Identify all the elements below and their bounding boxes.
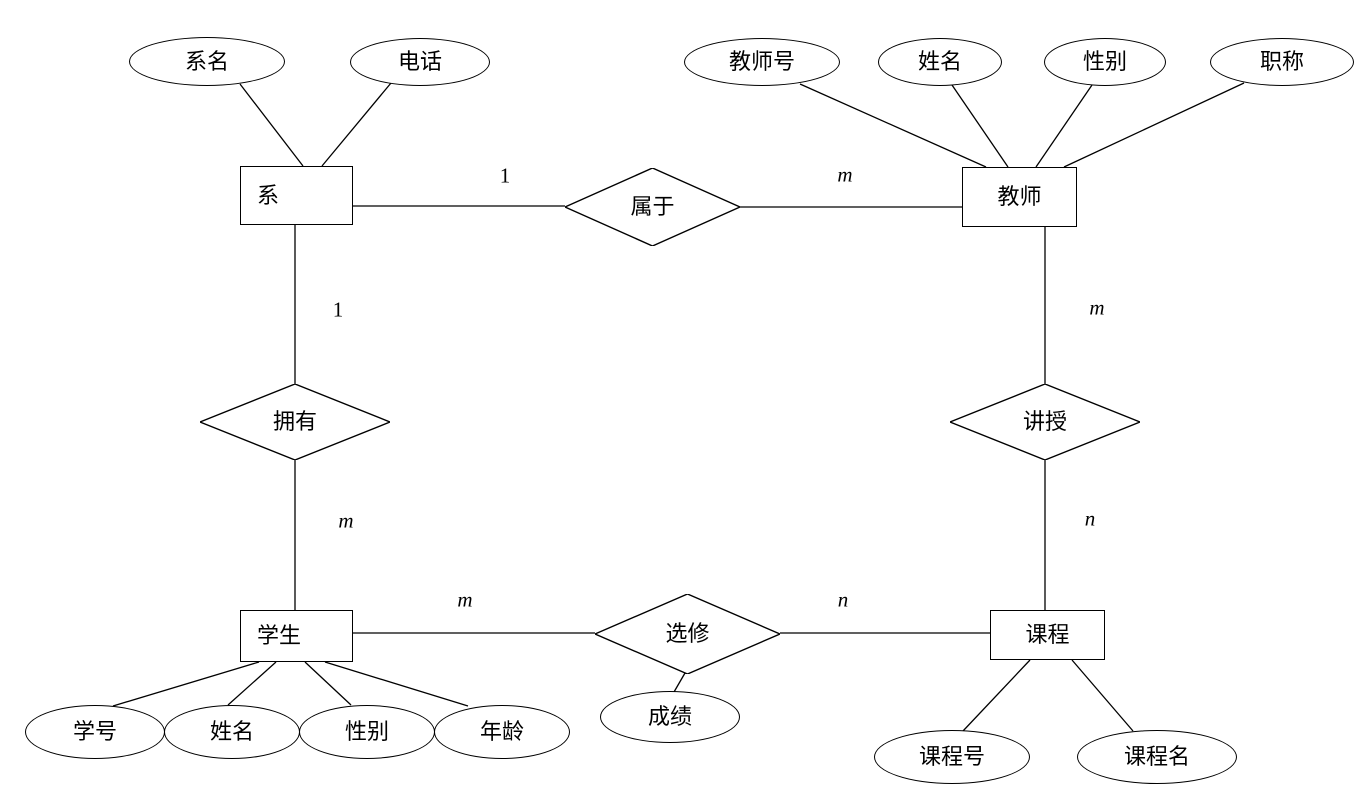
attribute-course-name: 课程名 [1077, 730, 1237, 784]
cardinality-belongs-left: 1 [499, 163, 511, 188]
relationship-owns-label: 拥有 [272, 409, 317, 434]
connector-teachergender-teacher [1035, 84, 1093, 168]
attribute-teacher-gender: 性别 [1044, 38, 1166, 86]
connector-teachername-teacher [951, 84, 1009, 168]
connector-teacherid-teacher [799, 83, 987, 168]
attribute-teacher-id-label: 教师号 [728, 49, 795, 74]
cardinality-enrolls-right: n [837, 587, 849, 612]
diamond-shape [565, 168, 740, 246]
attribute-student-age: 年龄 [434, 705, 570, 759]
connector-student-studentid [112, 661, 260, 707]
connector-course-courseid [962, 659, 1031, 732]
attribute-teacher-gender-label: 性别 [1082, 49, 1127, 74]
connector-student-studentage [324, 661, 469, 707]
attribute-dept-name-label: 系名 [184, 48, 229, 74]
attribute-student-name-label: 姓名 [209, 719, 254, 744]
attribute-grade-label: 成绩 [647, 704, 692, 729]
attribute-course-name-label: 课程名 [1123, 744, 1190, 769]
attribute-student-age-label: 年龄 [479, 719, 524, 744]
cardinality-enrolls-left: m [457, 587, 473, 612]
attribute-teacher-title-label: 职称 [1259, 49, 1304, 74]
relationship-enrolls: 选修 [595, 594, 780, 674]
cardinality-teaches-top: m [1089, 295, 1105, 320]
attribute-student-id: 学号 [25, 705, 165, 759]
diamond-shape [200, 384, 390, 460]
connector-student-studentname [227, 661, 277, 706]
relationship-belongs-to: 属于 [565, 168, 740, 246]
attribute-student-gender: 性别 [299, 705, 435, 759]
attribute-teacher-name-label: 姓名 [917, 49, 962, 74]
connector-student-studentgender [304, 661, 352, 706]
attribute-course-id-label: 课程号 [918, 744, 985, 769]
entity-teacher: 教师 [962, 167, 1077, 227]
connector-course-coursename [1071, 659, 1134, 732]
relationship-enrolls-label: 选修 [665, 621, 710, 646]
relationship-teaches: 讲授 [950, 384, 1140, 460]
attribute-dept-phone: 电话 [350, 38, 490, 86]
attribute-student-gender-label: 性别 [344, 719, 389, 744]
attribute-dept-phone-label: 电话 [397, 49, 442, 74]
attribute-dept-name: 系名 [129, 37, 285, 86]
attribute-grade: 成绩 [600, 691, 740, 743]
entity-teacher-label: 教师 [997, 184, 1042, 209]
attribute-student-id-label: 学号 [72, 719, 117, 744]
connector-enrolls-grade [673, 672, 686, 693]
entity-course-label: 课程 [1025, 622, 1070, 647]
entity-course: 课程 [990, 610, 1105, 660]
attribute-course-id: 课程号 [874, 730, 1030, 784]
cardinality-teaches-bottom: n [1084, 506, 1096, 531]
relationship-belongs-to-label: 属于 [630, 194, 675, 219]
cardinality-owns-top: 1 [332, 297, 344, 322]
entity-department: 系 [240, 166, 353, 225]
attribute-student-name: 姓名 [164, 705, 300, 759]
connector-teachertitle-teacher [1063, 82, 1245, 168]
entity-student: 学生 [240, 610, 353, 662]
diamond-shape [950, 384, 1140, 460]
relationship-owns: 拥有 [200, 384, 390, 460]
attribute-teacher-id: 教师号 [684, 38, 840, 86]
entity-student-label: 学生 [257, 623, 302, 648]
diamond-shape [595, 594, 780, 674]
relationship-teaches-label: 讲授 [1022, 409, 1067, 434]
attribute-teacher-title: 职称 [1210, 38, 1354, 86]
connector-deptname-department [239, 83, 304, 167]
cardinality-belongs-right: m [837, 162, 853, 187]
connector-phone-department [321, 82, 392, 167]
entity-department-label: 系 [257, 182, 280, 208]
attribute-teacher-name: 姓名 [878, 38, 1002, 86]
cardinality-owns-bottom: m [338, 508, 354, 533]
